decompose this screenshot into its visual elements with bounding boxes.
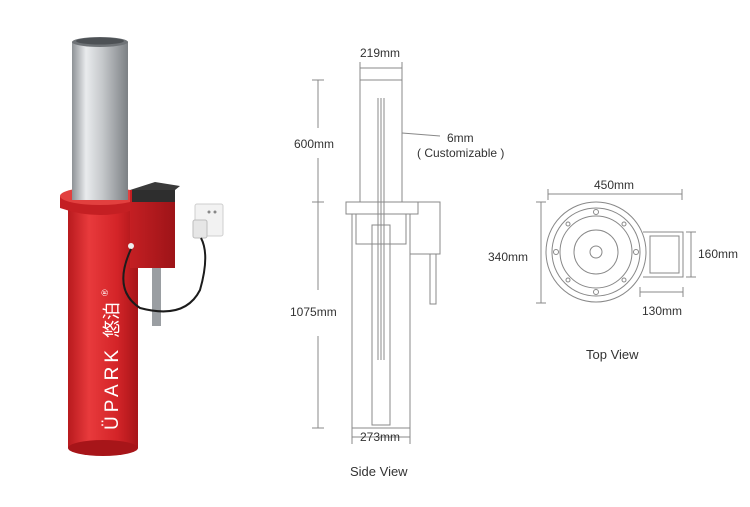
power-socket — [192, 203, 224, 239]
top-view-caption: Top View — [586, 347, 639, 362]
top-view-drawing — [536, 189, 696, 304]
bollard-illustration: ÜPARK 悠泊 ® — [60, 37, 224, 456]
dim-wall-thickness: 6mm — [447, 131, 474, 145]
dim-body-height: 1075mm — [290, 305, 337, 319]
brand-cn: 悠泊 — [102, 302, 123, 338]
drain-pipe — [152, 268, 161, 326]
dim-box-width: 130mm — [642, 304, 683, 318]
dim-box-height: 160mm — [698, 247, 739, 261]
dim-rise-height: 600mm — [294, 137, 335, 151]
brand-latin: ÜPARK — [102, 346, 123, 430]
rising-column — [72, 37, 128, 200]
dim-top-view-width: 450mm — [594, 178, 635, 192]
bollard-body — [68, 205, 138, 456]
registered-mark: ® — [100, 289, 110, 296]
dim-top-width: 219mm — [360, 46, 401, 60]
power-cable — [122, 237, 207, 313]
dim-base-width: 273mm — [360, 430, 401, 444]
control-box — [128, 182, 180, 268]
dim-top-view-depth: 340mm — [488, 250, 529, 264]
side-view-drawing — [312, 62, 441, 444]
side-view-caption: Side View — [350, 464, 408, 479]
dim-wall-note: ( Customizable ) — [417, 146, 505, 160]
